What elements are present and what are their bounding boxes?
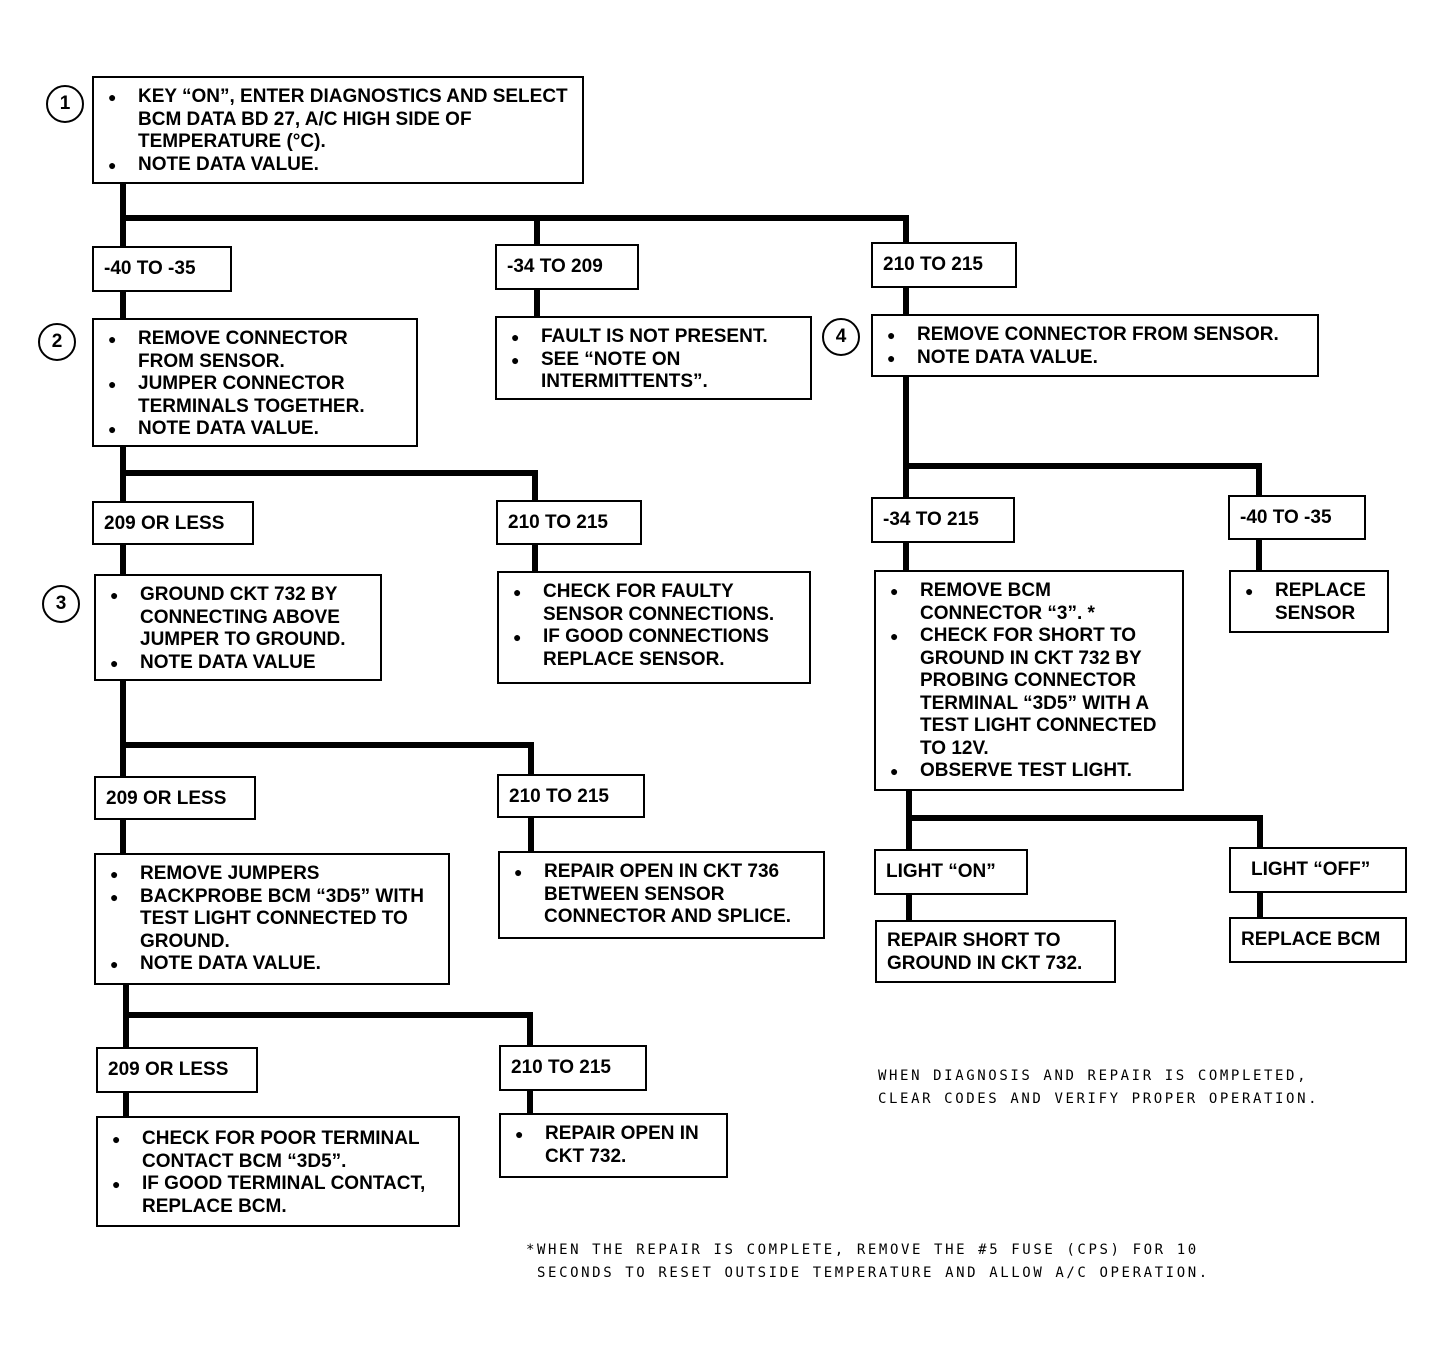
poor-item: CHECK FOR POOR TERMINAL CONTACT BCM “3D5… — [108, 1128, 448, 1173]
connector-1-bus — [120, 215, 909, 247]
range-box: 209 OR LESS — [96, 1047, 258, 1093]
footnote: *WHEN THE REPAIR IS COMPLETE, REMOVE THE… — [526, 1242, 1210, 1281]
step-2-item: REMOVE CONNECTOR FROM SENSOR. — [104, 328, 406, 373]
connector-3-bus — [120, 742, 534, 779]
faulty-item: CHECK FOR FAULTY SENSOR CONNECTIONS. — [509, 581, 799, 626]
jumpers-item: NOTE DATA VALUE. — [106, 953, 438, 976]
fault-item: SEE “NOTE ON INTERMITTENTS”. — [507, 349, 800, 394]
light-off-box: LIGHT “OFF” — [1229, 847, 1407, 893]
open736-item: REPAIR OPEN IN CKT 736 BETWEEN SENSOR CO… — [510, 861, 813, 929]
range-box: -34 TO 209 — [495, 244, 639, 290]
step-3-item: NOTE DATA VALUE — [106, 652, 370, 675]
step-2-item: NOTE DATA VALUE. — [104, 418, 406, 441]
range-box: 210 TO 215 — [499, 1045, 647, 1091]
replace-sensor-item: REPLACE SENSOR — [1241, 580, 1377, 625]
check-poor-contact-box: CHECK FOR POOR TERMINAL CONTACT BCM “3D5… — [96, 1116, 460, 1227]
step-3-box: GROUND CKT 732 BY CONNECTING ABOVE JUMPE… — [94, 574, 382, 681]
connector-jumpers-bus — [123, 1012, 533, 1050]
step-1-item: NOTE DATA VALUE. — [104, 154, 572, 177]
bcm3-item: CHECK FOR SHORT TO GROUND IN CKT 732 BY … — [886, 625, 1172, 760]
step-2-item: JUMPER CONNECTOR TERMINALS TOGETHER. — [104, 373, 406, 418]
bcm3-item: REMOVE BCM CONNECTOR “3”. * — [886, 580, 1172, 625]
step-1-box: KEY “ON”, ENTER DIAGNOSTICS AND SELECT B… — [92, 76, 584, 184]
range-box: 210 TO 215 — [496, 500, 642, 545]
remove-bcm-connector-box: REMOVE BCM CONNECTOR “3”. * CHECK FOR SH… — [874, 570, 1184, 791]
replace-bcm-box: REPLACE BCM — [1229, 917, 1407, 963]
repair-open-736-box: REPAIR OPEN IN CKT 736 BETWEEN SENSOR CO… — [498, 851, 825, 939]
check-faulty-connections-box: CHECK FOR FAULTY SENSOR CONNECTIONS. IF … — [497, 571, 811, 684]
step-2-badge: 2 — [38, 323, 76, 361]
fault-item: FAULT IS NOT PRESENT. — [507, 326, 800, 349]
remove-jumpers-box: REMOVE JUMPERS BACKPROBE BCM “3D5” WITH … — [94, 853, 450, 985]
step-2-box: REMOVE CONNECTOR FROM SENSOR. JUMPER CON… — [92, 318, 418, 447]
step-1-item: KEY “ON”, ENTER DIAGNOSTICS AND SELECT B… — [104, 86, 572, 154]
range-box: 209 OR LESS — [92, 501, 254, 545]
range-box: 210 TO 215 — [497, 774, 645, 818]
range-box: -40 TO -35 — [92, 246, 232, 292]
repair-open-732-box: REPAIR OPEN IN CKT 732. — [499, 1113, 728, 1178]
range-box: -40 TO -35 — [1228, 495, 1366, 540]
jumpers-item: REMOVE JUMPERS — [106, 863, 438, 886]
replace-sensor-box: REPLACE SENSOR — [1229, 570, 1389, 633]
bcm3-item: OBSERVE TEST LIGHT. — [886, 760, 1172, 783]
faulty-item: IF GOOD CONNECTIONS REPLACE SENSOR. — [509, 626, 799, 671]
range-box: 209 OR LESS — [94, 776, 256, 820]
light-on-box: LIGHT “ON” — [874, 849, 1028, 895]
jumpers-item: BACKPROBE BCM “3D5” WITH TEST LIGHT CONN… — [106, 886, 438, 954]
poor-item: IF GOOD TERMINAL CONTACT, REPLACE BCM. — [108, 1173, 448, 1218]
completion-note: WHEN DIAGNOSIS AND REPAIR IS COMPLETED, … — [878, 1068, 1320, 1107]
repair-short-box: REPAIR SHORT TO GROUND IN CKT 732. — [875, 920, 1116, 983]
fault-not-present-box: FAULT IS NOT PRESENT. SEE “NOTE ON INTER… — [495, 316, 812, 400]
step-4-item: NOTE DATA VALUE. — [883, 347, 1307, 370]
connector-2-bus — [120, 470, 538, 505]
connector-4-bus — [903, 463, 1262, 500]
connector-bcm3-bus — [906, 815, 1263, 852]
open732-item: REPAIR OPEN IN CKT 732. — [511, 1123, 716, 1168]
step-4-badge: 4 — [822, 318, 860, 356]
step-3-item: GROUND CKT 732 BY CONNECTING ABOVE JUMPE… — [106, 584, 370, 652]
step-1-badge: 1 — [46, 85, 84, 123]
range-box: -34 TO 215 — [871, 497, 1015, 543]
range-box: 210 TO 215 — [871, 242, 1017, 288]
step-4-box: REMOVE CONNECTOR FROM SENSOR. NOTE DATA … — [871, 314, 1319, 377]
step-4-item: REMOVE CONNECTOR FROM SENSOR. — [883, 324, 1307, 347]
step-3-badge: 3 — [42, 585, 80, 623]
